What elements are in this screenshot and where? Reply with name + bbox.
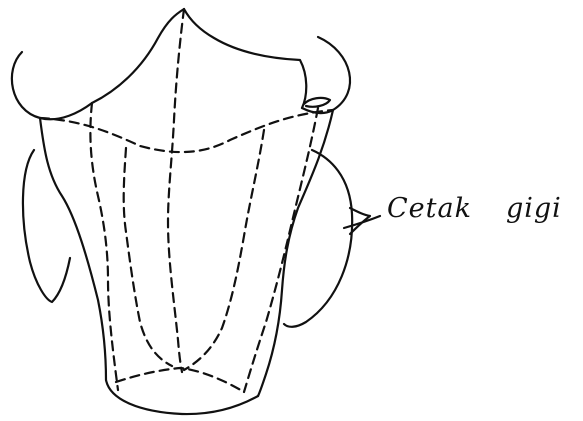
right-cheek: [284, 150, 352, 327]
dashed-right-1: [184, 130, 264, 370]
left-outline: [40, 118, 258, 414]
top-peak: [92, 9, 306, 108]
dashed-midline: [168, 9, 184, 372]
dashed-left-2: [124, 148, 172, 366]
right-upper-curve: [302, 37, 350, 113]
dashed-bottom: [116, 368, 244, 392]
corner-scribble: [304, 98, 330, 107]
dashed-right-2: [244, 108, 318, 392]
right-outline: [258, 110, 333, 396]
annotation-word-2: gigi: [506, 193, 562, 224]
annotation-label: Cetak gigi: [387, 193, 562, 224]
left-cheek: [23, 150, 70, 302]
dashed-crossline: [40, 110, 333, 152]
annotation-word-1: Cetak: [387, 193, 472, 224]
left-upper-curve: [12, 52, 92, 119]
